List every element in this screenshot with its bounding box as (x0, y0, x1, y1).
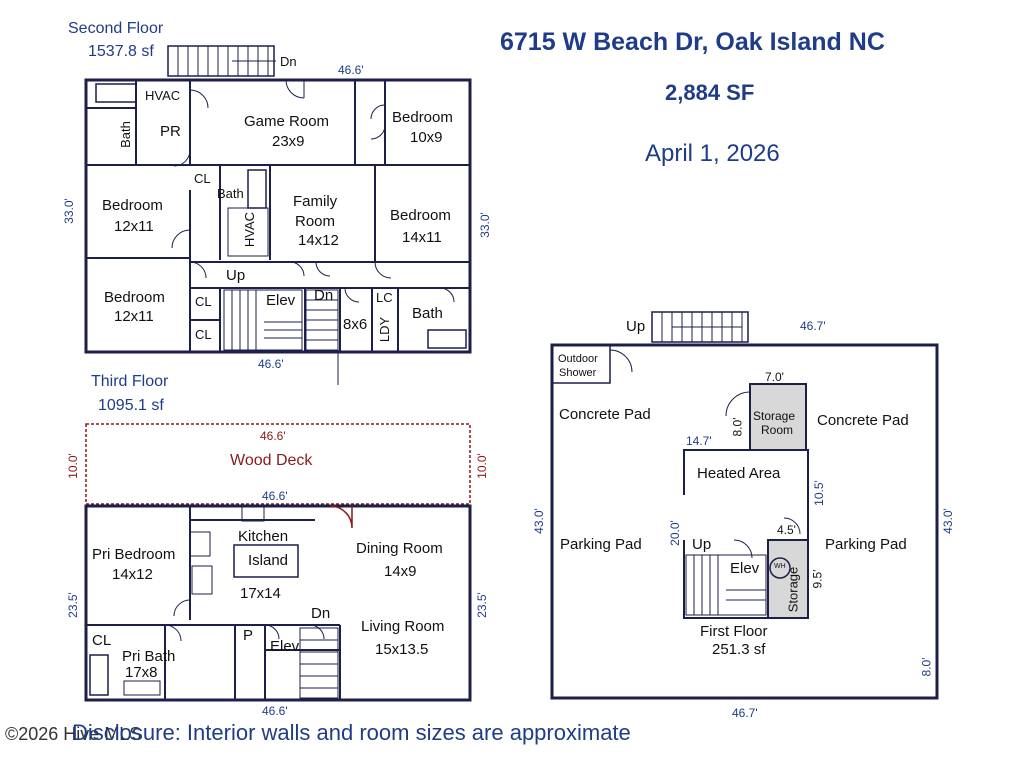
property-address: 6715 W Beach Dr, Oak Island NC (500, 28, 885, 56)
room-pri-bedroom: Pri Bedroom (92, 546, 176, 563)
room-pri-bath-size: 17x8 (125, 664, 158, 681)
room-8x6: 8x6 (343, 316, 368, 333)
room-kitchen: Kitchen (238, 528, 289, 545)
room-family-2: Room (295, 213, 336, 230)
first-floor-up-outside: Up (626, 318, 646, 335)
room-hvac-top: HVAC (145, 88, 181, 103)
total-square-feet: 2,884 SF (665, 80, 755, 105)
room-cl-b: CL (195, 294, 212, 309)
first-floor-up-inside: Up (692, 536, 712, 553)
room-living-size: 15x13.5 (375, 641, 429, 658)
plan-date: April 1, 2026 (645, 140, 780, 167)
storage-dim-9-5: 9.5' (810, 569, 825, 589)
room-bedroom-e-size: 14x11 (402, 229, 442, 246)
third-floor-dim-bottom: 46.6' (262, 704, 288, 718)
concrete-pad-right: Concrete Pad (817, 412, 909, 429)
room-dn-third: Dn (311, 605, 331, 622)
first-floor-title: First Floor (700, 623, 768, 640)
second-floor-dim-top: 46.6' (338, 63, 364, 77)
room-bedroom-e: Bedroom (390, 207, 451, 224)
storage-room-2: Room (761, 423, 794, 437)
storage-dim-left: 8.0' (730, 417, 745, 437)
room-ldy: LDY (377, 316, 393, 343)
room-up: Up (226, 267, 246, 284)
wood-deck-label: Wood Deck (230, 452, 313, 469)
first-floor-dim-top: 46.7' (800, 319, 826, 333)
outdoor-shower-2: Shower (559, 367, 597, 379)
heated-area-label: Heated Area (697, 465, 781, 482)
first-floor-dim-right: 43.0' (940, 508, 955, 534)
first-floor-dim-bottom: 46.7' (732, 706, 758, 720)
room-game-room: Game Room (244, 113, 330, 130)
wood-deck-outline (85, 423, 471, 505)
copyright: ©2026 Hive MLS (5, 724, 142, 744)
room-bedroom-ne: Bedroom (392, 109, 453, 126)
room-bedroom-sw-size: 12x11 (114, 308, 154, 325)
room-lc: LC (376, 290, 393, 305)
room-cl-c: CL (195, 327, 212, 342)
room-game-room-size: 23x9 (272, 133, 305, 150)
room-bath-left: Bath (117, 121, 133, 148)
room-dn: Dn (314, 287, 334, 304)
heated-dim-right: 10.5' (811, 480, 826, 506)
first-floor-area: 251.3 sf (712, 641, 766, 658)
second-floor-stairs-dn: Dn (280, 54, 297, 69)
third-floor-dim-right: 23.5' (474, 592, 489, 618)
room-bath-center: Bath (217, 186, 244, 201)
storage-dim-top: 7.0' (765, 370, 784, 384)
room-family-size: 14x12 (298, 232, 339, 249)
deck-dim-top: 46.6' (260, 429, 286, 443)
third-floor-title: Third Floor (91, 373, 169, 390)
room-pri-bath: Pri Bath (122, 648, 176, 665)
heated-dim-top: 14.7' (686, 434, 712, 448)
room-pri-bedroom-size: 14x12 (112, 566, 153, 583)
second-floor-dim-right: 33.0' (477, 212, 492, 238)
room-pr: PR (160, 123, 181, 140)
room-dining: Dining Room (356, 540, 443, 557)
room-bedroom-ne-size: 10x9 (410, 129, 443, 146)
room-pantry: P (243, 627, 254, 644)
third-floor-dim-left: 23.5' (65, 592, 80, 618)
deck-dim-left: 10.0' (65, 453, 80, 479)
parking-pad-left: Parking Pad (560, 536, 642, 553)
water-heater-label: WH (774, 563, 786, 570)
outdoor-shower-1: Outdoor (558, 353, 598, 365)
third-floor-outline (84, 504, 472, 702)
first-floor-dim-left: 43.0' (531, 508, 546, 534)
room-cl-third: CL (92, 632, 112, 649)
parking-pad-right: Parking Pad (825, 536, 907, 553)
room-family: Family (293, 193, 338, 210)
concrete-pad-left: Concrete Pad (559, 406, 651, 423)
storage-dim-4-5: 4.5' (777, 523, 796, 537)
room-cl-a: CL (194, 171, 211, 186)
room-bedroom-w-size: 12x11 (114, 218, 154, 235)
room-elev: Elev (266, 292, 296, 309)
heated-dim-left: 20.0' (667, 520, 682, 546)
room-hvac-center: HVAC (242, 211, 258, 248)
second-floor-area: 1537.8 sf (88, 43, 154, 60)
storage-room-1: Storage (753, 409, 796, 423)
room-living: Living Room (361, 618, 445, 635)
first-floor-outline (550, 343, 939, 700)
first-floor-elev: Elev (730, 560, 760, 577)
deck-dim-right: 10.0' (474, 453, 489, 479)
second-floor-dim-bottom: 46.6' (258, 357, 284, 371)
room-bedroom-sw: Bedroom (104, 289, 165, 306)
third-floor-dim-mid: 46.6' (262, 489, 288, 503)
third-floor-area: 1095.1 sf (98, 397, 164, 414)
second-floor-dim-left: 33.0' (61, 198, 76, 224)
room-island: Island (248, 552, 289, 569)
room-elev-third: Elev (270, 638, 300, 655)
room-kitchen-size: 17x14 (240, 585, 281, 602)
second-floor-title: Second Floor (68, 20, 164, 37)
first-floor-storage: Storage (785, 566, 801, 613)
room-dining-size: 14x9 (384, 563, 417, 580)
first-floor-dim-right-small: 8.0' (919, 657, 934, 677)
disclosure: Disclosure: Interior walls and room size… (72, 720, 631, 745)
room-bedroom-w: Bedroom (102, 197, 163, 214)
room-bath-se: Bath (412, 305, 443, 322)
